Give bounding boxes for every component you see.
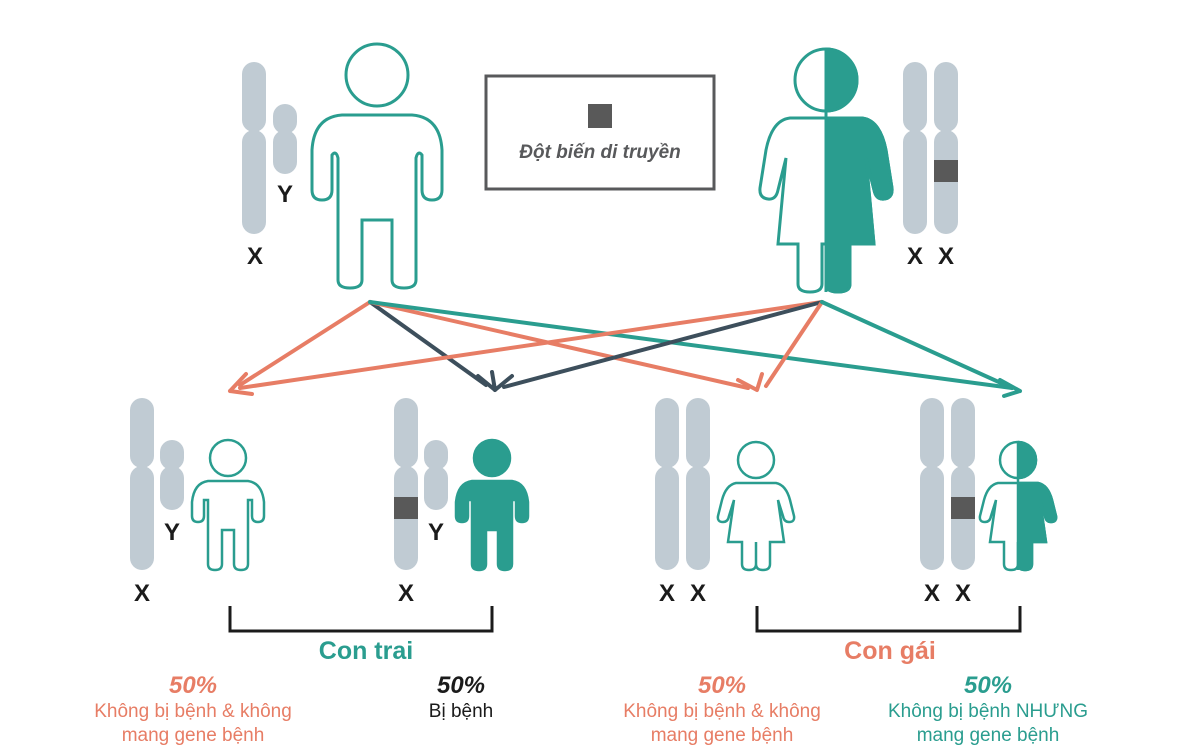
daughter-carrier: X X	[920, 398, 1058, 607]
arrow-mother-to-son1	[238, 300, 824, 390]
outcome-percent: 50%	[169, 672, 217, 699]
outcome-percent: 50%	[964, 672, 1012, 699]
sons-group-label: Con trai	[319, 637, 413, 665]
father-icon	[310, 42, 444, 290]
chromosome-x-second-lower	[686, 466, 710, 570]
chromosome-x-mutated	[934, 62, 958, 132]
arrow-father-to-son1	[238, 300, 372, 387]
outcome-line1: Bị bệnh	[429, 701, 493, 722]
mother-chromosomes: X X	[903, 62, 958, 270]
chromosome-y	[160, 440, 184, 470]
son2-x-label: X	[398, 580, 414, 607]
daughter2-x1-label: X	[924, 580, 940, 607]
boy-icon-affected	[454, 438, 530, 572]
arrow-mother-to-daughter1	[764, 300, 824, 388]
arrowhead-son1	[228, 372, 254, 396]
chromosome-y	[424, 440, 448, 470]
arrowhead-son2	[476, 370, 514, 392]
arrowhead-daughter2	[998, 378, 1022, 398]
mother-icon	[758, 47, 894, 294]
outcome-line2: mang gene bệnh	[651, 725, 794, 746]
mutation-band	[934, 160, 958, 182]
outcome-daughter-healthy: 50% Không bị bệnh & không mang gene bệnh	[623, 672, 821, 746]
mutation-band	[951, 497, 975, 519]
chromosome-y	[273, 104, 297, 134]
arrow-mother-to-daughter2	[820, 300, 1014, 390]
arrow-father-to-daughter2	[368, 300, 1014, 390]
outcome-line2: mang gene bệnh	[122, 725, 265, 746]
chromosome-x-lower	[655, 466, 679, 570]
mutation-swatch	[588, 104, 612, 128]
mother-x1-label: X	[907, 243, 923, 270]
chromosome-x-mutated	[394, 398, 418, 468]
son-affected: X Y	[394, 398, 530, 607]
daughter2-x2-label: X	[955, 580, 971, 607]
outcome-line1: Không bị bệnh NHƯNG	[888, 701, 1088, 722]
chromosome-x	[655, 398, 679, 468]
outcome-son-affected: 50% Bị bệnh	[429, 672, 493, 722]
chromosome-x	[130, 398, 154, 468]
son1-x-label: X	[134, 580, 150, 607]
outcome-percent: 50%	[437, 672, 485, 699]
inheritance-arrows	[228, 300, 1022, 398]
mother: X X	[758, 47, 958, 294]
chromosome-x-lower	[903, 130, 927, 234]
legend-box: Đột biến di truyền	[484, 74, 716, 191]
boy-icon	[190, 438, 266, 572]
outcome-line1: Không bị bệnh & không	[623, 701, 821, 722]
father-chromosomes: X Y	[242, 62, 297, 270]
chromosome-x	[920, 398, 944, 468]
chromosome-y-lower	[424, 466, 448, 510]
girl-icon	[716, 440, 796, 572]
outcome-line1: Không bị bệnh & không	[94, 701, 292, 722]
daughter1-x2-label: X	[690, 580, 706, 607]
outcome-son-healthy: 50% Không bị bệnh & không mang gene bệnh	[94, 672, 292, 746]
outcome-percent: 50%	[698, 672, 746, 699]
sons-bracket	[228, 606, 494, 633]
chromosome-x-lower	[242, 130, 266, 234]
daughter1-x1-label: X	[659, 580, 675, 607]
arrow-father-to-son2	[368, 300, 488, 387]
legend-label: Đột biến di truyền	[519, 142, 681, 163]
son1-y-label: Y	[164, 519, 180, 546]
chromosome-x-second	[686, 398, 710, 468]
daughters-group-label: Con gái	[844, 637, 936, 665]
father-y-label: Y	[277, 181, 293, 208]
outcome-line2: mang gene bệnh	[917, 725, 1060, 746]
chromosome-x	[903, 62, 927, 132]
arrowhead-daughter1	[736, 372, 764, 392]
chromosome-x-mutated	[951, 398, 975, 468]
outcome-daughter-carrier: 50% Không bị bệnh NHƯNG mang gene bệnh	[888, 672, 1088, 746]
son-healthy: X Y	[130, 398, 266, 607]
daughters-bracket	[755, 606, 1022, 633]
arrow-mother-to-son2	[502, 300, 824, 389]
chromosome-x	[242, 62, 266, 132]
father-x-label: X	[247, 243, 263, 270]
father: X Y	[242, 42, 444, 290]
chromosome-y-lower	[273, 130, 297, 174]
mutation-band	[394, 497, 418, 519]
chromosome-y-lower	[160, 466, 184, 510]
son2-y-label: Y	[428, 519, 444, 546]
arrow-father-to-daughter1	[368, 300, 750, 390]
daughter-healthy: X X	[655, 398, 796, 607]
chromosome-x-lower	[130, 466, 154, 570]
chromosome-x-lower	[920, 466, 944, 570]
girl-icon-carrier	[978, 440, 1058, 572]
mother-x2-label: X	[938, 243, 954, 270]
